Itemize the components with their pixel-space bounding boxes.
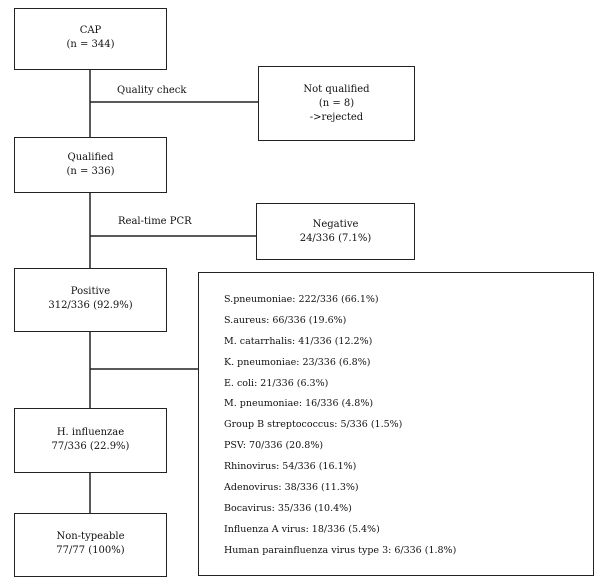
list-item: Group B streptococcus: 5/336 (1.5%) xyxy=(224,419,403,431)
list-item: S.pneumoniae: 222/336 (66.1%) xyxy=(224,294,379,305)
list-item: Adenovirus: 38/336 (11.3%) xyxy=(224,482,359,494)
h-influenzae-box: H. influenzae 77/336 (22.9%) xyxy=(14,408,167,473)
qualified-title: Qualified xyxy=(67,152,114,163)
positive-box: Positive 312/336 (92.9%) xyxy=(14,268,167,332)
list-item: S.aureus: 66/336 (19.6%) xyxy=(224,314,347,326)
non-typeable-title: Non-typeable xyxy=(56,531,125,542)
list-item: Human parainfluenza virus type 3: 6/336 … xyxy=(224,544,457,556)
negative-count: 24/336 (7.1%) xyxy=(299,233,372,244)
list-item: M. pneumoniae: 16/336 (4.8%) xyxy=(224,398,374,410)
list-item: Rhinovirus: 54/336 (16.1%) xyxy=(224,461,357,473)
pathogen-list-box xyxy=(198,272,594,576)
list-item: E. coli: 21/336 (6.3%) xyxy=(224,377,329,389)
real-time-pcr-label: Real-time PCR xyxy=(118,216,192,227)
non-typeable-box: Non-typeable 77/77 (100%) xyxy=(14,513,167,577)
qualified-count: (n = 336) xyxy=(66,166,115,177)
not-qualified-note: ->rejected xyxy=(309,112,364,123)
list-item: M. catarrhalis: 41/336 (12.2%) xyxy=(224,335,373,347)
negative-title: Negative xyxy=(312,219,359,230)
not-qualified-count: (n = 8) xyxy=(318,98,355,109)
h-influenzae-title: H. influenzae xyxy=(56,427,125,438)
qualified-box: Qualified (n = 336) xyxy=(14,137,167,193)
h-influenzae-count: 77/336 (22.9%) xyxy=(51,441,130,452)
pathogen-list: S.pneumoniae: 222/336 (66.1%) S.aureus: … xyxy=(224,294,594,566)
not-qualified-box: Not qualified (n = 8) ->rejected xyxy=(258,66,415,141)
quality-check-label: Quality check xyxy=(117,85,187,96)
not-qualified-title: Not qualified xyxy=(303,84,370,95)
non-typeable-count: 77/77 (100%) xyxy=(56,545,125,556)
positive-count: 312/336 (92.9%) xyxy=(48,300,133,311)
cap-count: (n = 344) xyxy=(66,39,115,50)
list-item: Influenza A virus: 18/336 (5.4%) xyxy=(224,523,380,535)
list-item: Bocavirus: 35/336 (10.4%) xyxy=(224,502,352,514)
positive-title: Positive xyxy=(70,286,111,297)
list-item: PSV: 70/336 (20.8%) xyxy=(224,440,324,452)
list-item: K. pneumoniae: 23/336 (6.8%) xyxy=(224,356,371,368)
cap-title: CAP xyxy=(79,25,102,36)
negative-box: Negative 24/336 (7.1%) xyxy=(256,203,415,260)
cap-box: CAP (n = 344) xyxy=(14,8,167,70)
